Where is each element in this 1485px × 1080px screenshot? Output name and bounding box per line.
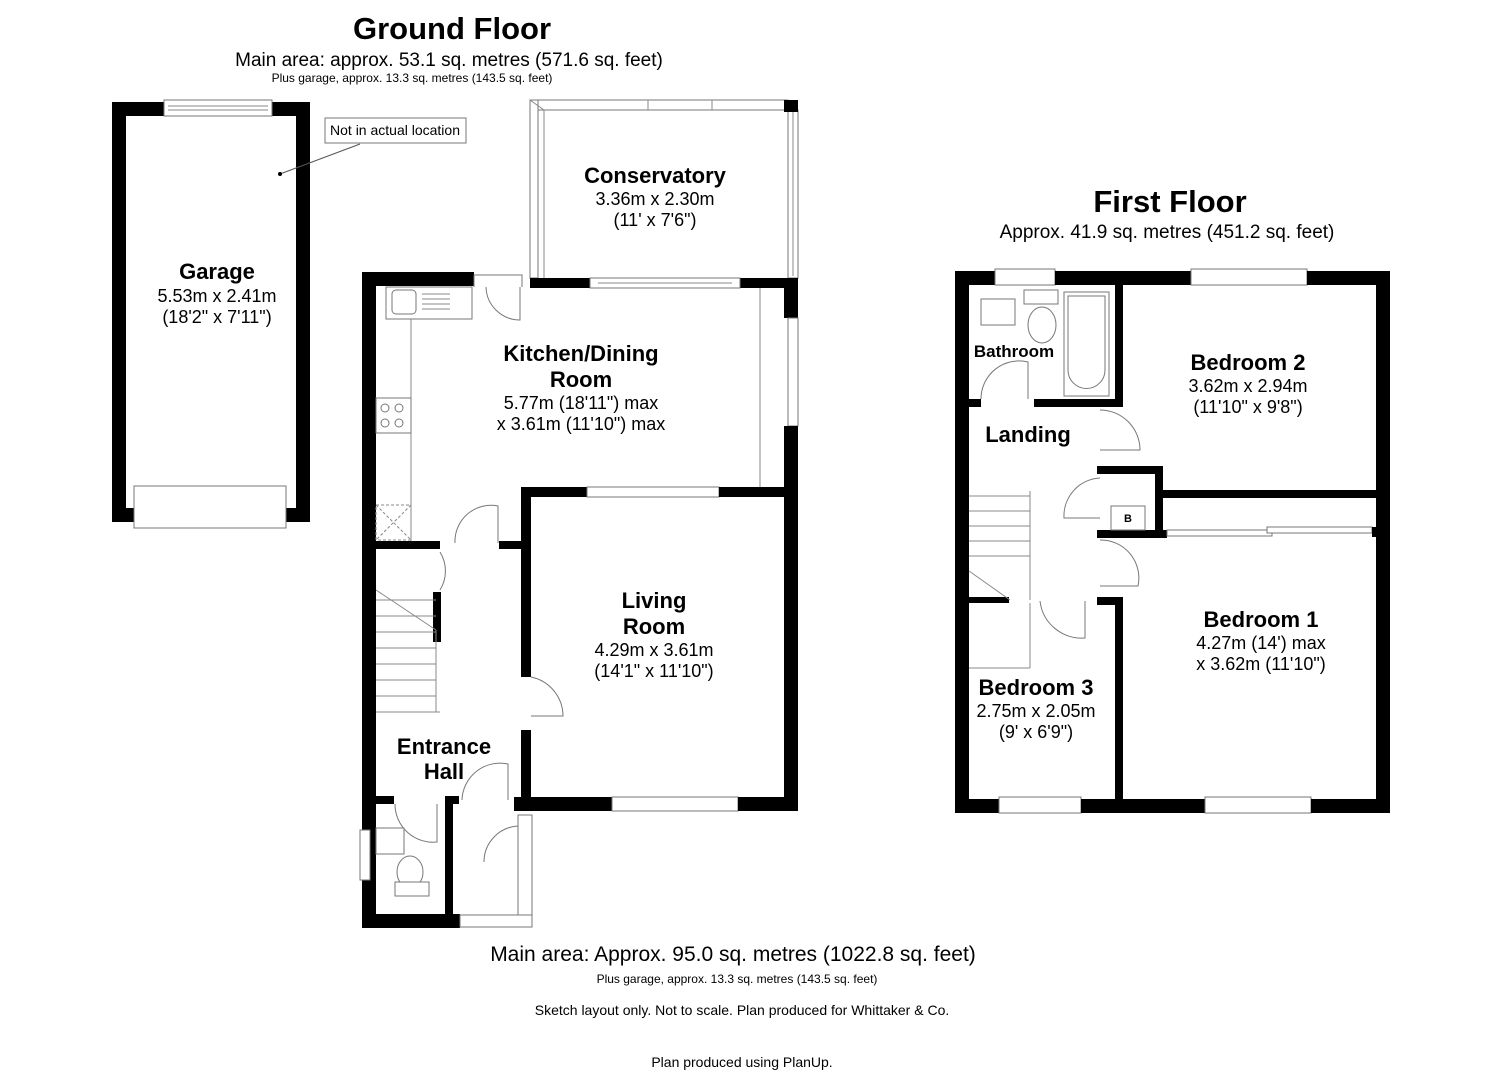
boiler-cupboard: B <box>1110 505 1146 531</box>
first-floor-walls <box>955 268 1390 814</box>
credit: Plan produced using PlanUp. <box>651 1054 832 1070</box>
wc-fixtures <box>375 827 430 897</box>
hall-name-2: Hall <box>424 759 464 784</box>
conservatory-room: Conservatory 3.36m x 2.30m (11' x 7'6") <box>529 99 799 279</box>
living-dim-ft: (14'1" x 11'10") <box>594 661 713 681</box>
garage-dim-ft: (18'2" x 7'11") <box>162 307 271 327</box>
bedroom1-dim-2: x 3.62m (11'10") <box>1196 654 1326 674</box>
bath-icon <box>1067 295 1106 389</box>
ground-stairs <box>375 589 440 713</box>
bedroom2-name: Bedroom 2 <box>1191 350 1306 375</box>
ground-floor-doors <box>394 274 564 863</box>
conservatory-dim-ft: (11' x 7'6") <box>614 210 697 230</box>
first-floor-area: Approx. 41.9 sq. metres (451.2 sq. feet) <box>1000 222 1335 243</box>
toilet-icon <box>1027 306 1057 344</box>
bedroom3-dim-m: 2.75m x 2.05m <box>976 701 1095 721</box>
landing-name: Landing <box>985 422 1071 447</box>
bedroom3-name: Bedroom 3 <box>979 675 1094 700</box>
first-floor-doors <box>1039 409 1141 639</box>
garage-name: Garage <box>179 259 255 284</box>
garage-dim-m: 5.53m x 2.41m <box>157 286 276 306</box>
total-area: Main area: Approx. 95.0 sq. metres (1022… <box>490 943 976 966</box>
bathroom-fixtures <box>980 289 1110 400</box>
ground-floor-walls <box>359 272 799 928</box>
first-stairs <box>968 491 1031 669</box>
kitchen-fixtures <box>375 286 761 541</box>
garage-door <box>133 485 287 529</box>
bedroom2-dim-ft: (11'10" x 9'8") <box>1193 397 1302 417</box>
first-floor-title: First Floor <box>1093 184 1246 219</box>
callout-text: Not in actual location <box>330 122 460 138</box>
bedroom1-dim-1: 4.27m (14') max <box>1196 633 1325 653</box>
hall-name-1: Entrance <box>397 734 491 759</box>
ground-floor-title: Ground Floor <box>353 11 551 46</box>
conservatory-name: Conservatory <box>584 163 727 188</box>
bedroom2-dim-m: 3.62m x 2.94m <box>1188 376 1307 396</box>
living-dim-m: 4.29m x 3.61m <box>594 640 713 660</box>
ground-floor-garage-note: Plus garage, approx. 13.3 sq. metres (14… <box>272 71 553 85</box>
garage-room: Garage 5.53m x 2.41m (18'2" x 7'11") <box>112 99 310 529</box>
kitchen-name-1: Kitchen/Dining <box>503 341 658 366</box>
bathroom-name: Bathroom <box>974 342 1054 361</box>
disclaimer: Sketch layout only. Not to scale. Plan p… <box>535 1002 950 1018</box>
kitchen-name-2: Room <box>550 367 612 392</box>
conservatory-dim-m: 3.36m x 2.30m <box>595 189 714 209</box>
kitchen-dim-2: x 3.61m (11'10") max <box>497 414 666 434</box>
bedroom1-name: Bedroom 1 <box>1204 607 1319 632</box>
sink-icon <box>391 289 417 315</box>
living-name-1: Living <box>622 588 687 613</box>
garage-window <box>163 99 273 117</box>
ground-floor-area: Main area: approx. 53.1 sq. metres (571.… <box>235 50 663 71</box>
living-name-2: Room <box>623 614 685 639</box>
bedroom3-dim-ft: (9' x 6'9") <box>999 722 1073 742</box>
hob-icon <box>375 397 412 434</box>
location-callout: Not in actual location <box>278 117 467 176</box>
footer-garage-note: Plus garage, approx. 13.3 sq. metres (14… <box>597 972 878 986</box>
kitchen-dim-1: 5.77m (18'11") max <box>504 393 659 413</box>
boiler-label: B <box>1124 513 1132 525</box>
